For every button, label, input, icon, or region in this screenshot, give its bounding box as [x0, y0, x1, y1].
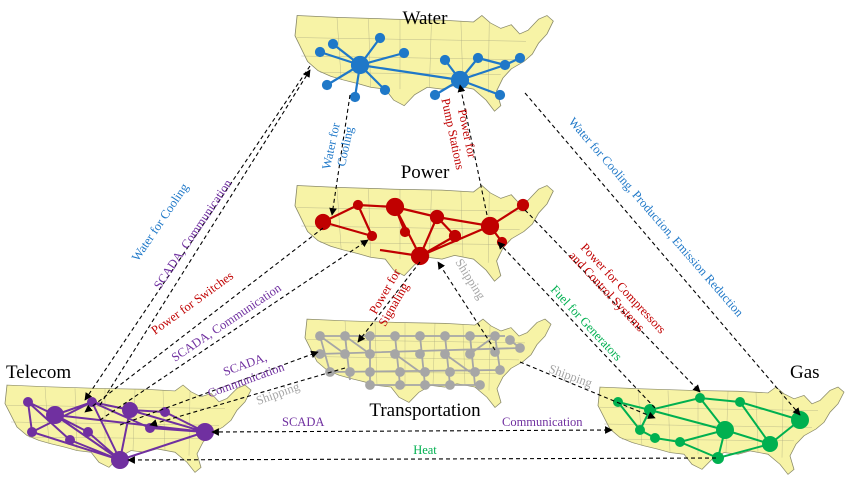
arrow-telecom-gas-comm [211, 426, 613, 436]
arrow-water-to-power [329, 94, 351, 216]
water-map [294, 14, 554, 112]
arrow-power-to-transport [357, 261, 421, 343]
arrow-transport-to-gas [519, 361, 656, 419]
water-title: Water [403, 8, 449, 29]
label-shipping-telecom: Shipping [254, 379, 302, 408]
label-heat: Heat [413, 443, 437, 457]
telecom-network [23, 397, 214, 469]
transportation-title: Transportation [369, 400, 481, 421]
arrow-gas-to-power [497, 241, 656, 409]
arrow-water-to-gas [524, 92, 801, 416]
power-title: Power [401, 162, 450, 183]
gas-title: Gas [790, 362, 820, 383]
label-water-for-cooling-power: Water for Cooling [319, 118, 357, 173]
arrow-telecom-to-transport [119, 350, 319, 426]
label-power-for-signaling: Power for Signaling [363, 264, 417, 329]
arrow-transport-to-telecom [149, 367, 346, 427]
power-network [314, 197, 530, 266]
arrow-power-to-telecom [84, 227, 324, 413]
label-power-for-compressors: Power for Compressors and Control System… [566, 239, 670, 348]
arrow-power-to-gas [524, 209, 701, 393]
arrow-transport-to-power [437, 261, 496, 351]
arrow-gas-to-telecom-heat [127, 456, 717, 464]
arrow-telecom-to-power [99, 239, 369, 421]
arrow-telecom-to-water [99, 69, 311, 406]
water-network [314, 32, 526, 103]
label-power-for-pump-stations: Power for Pump Stations [438, 94, 481, 171]
label-shipping-gas: Shipping [547, 362, 595, 391]
arrow-power-to-water [457, 84, 488, 216]
label-communication-bottom: Communication [502, 415, 583, 429]
label-scada-bottom: SCADA [282, 415, 324, 429]
label-water-gas: Water for Cooling, Production, Emission … [566, 115, 747, 320]
telecom-title: Telecom [6, 362, 71, 383]
dependency-arrows [84, 65, 801, 464]
transportation-network [315, 331, 525, 390]
